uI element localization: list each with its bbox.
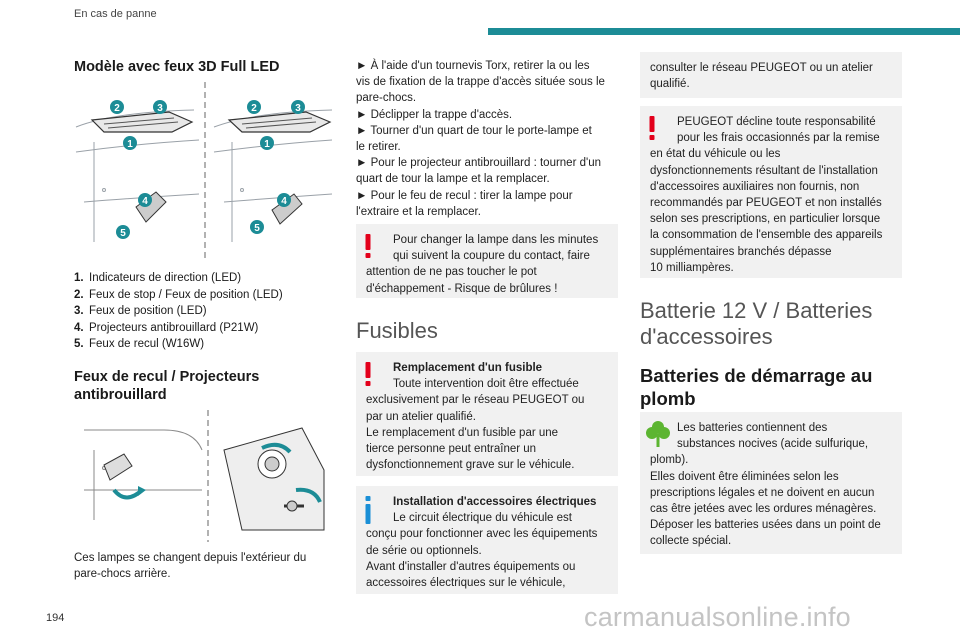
warning-box-responsibility: PEUGEOT décline toute responsabilité pou… bbox=[640, 106, 902, 278]
section-battery: Batterie 12 V / Batteries d'accessoires bbox=[640, 298, 873, 349]
section-title: En cas de panne bbox=[74, 8, 157, 20]
warning-exclamation-icon bbox=[364, 362, 372, 391]
legend-item: 5.Feux de recul (W16W) bbox=[74, 338, 205, 350]
environment-box-batteries: Les batteries contiennent des substances… bbox=[640, 412, 902, 554]
callout-4-right: 4 bbox=[281, 196, 287, 207]
replacement-steps: ► À l'aide d'un tournevis Torx, retirer … bbox=[356, 60, 605, 218]
reverse-fog-illustration bbox=[84, 410, 325, 542]
legend-item: 2.Feux de stop / Feux de position (LED) bbox=[74, 288, 283, 301]
legend-item: 3.Feux de position (LED) bbox=[74, 305, 207, 317]
legend-item: 1.Indicateurs de direction (LED) bbox=[74, 272, 242, 284]
callout-1-right: 1 bbox=[264, 139, 270, 150]
warning-box-fuse: Remplacement d'un fusible Toute interven… bbox=[356, 352, 618, 476]
warning-box-burns: Pour changer la lampe dans les minutes q… bbox=[356, 224, 618, 298]
header-accent-bar bbox=[488, 28, 960, 35]
figure-rear-lights: 2 3 1 4 5 2 3 1 4 5 bbox=[74, 82, 336, 260]
heading-reverse-fog: Feux de recul / Projecteurs antibrouilla… bbox=[74, 369, 260, 403]
info-box-continued: consulter le réseau PEUGEOT ou un atelie… bbox=[640, 52, 902, 98]
legend-item: 4.Projecteurs antibrouillard (P21W) bbox=[74, 321, 259, 334]
paragraph-exterior: Ces lampes se changent depuis l'extérieu… bbox=[74, 552, 307, 581]
callout-3-right: 3 bbox=[295, 103, 301, 114]
callout-5-right: 5 bbox=[254, 223, 260, 234]
callout-5-left: 5 bbox=[120, 228, 126, 239]
lamp-legend: 1.Indicateurs de direction (LED) 2.Feux … bbox=[74, 270, 283, 353]
info-box-accessories: Installation d'accessoires électriques L… bbox=[356, 486, 618, 594]
watermark: carmanualsonline.info bbox=[584, 602, 851, 632]
info-icon bbox=[364, 496, 372, 529]
figure-reverse-fog bbox=[74, 410, 336, 542]
page-number: 194 bbox=[46, 612, 65, 624]
callout-2-right: 2 bbox=[251, 103, 257, 114]
environment-tree-icon bbox=[646, 420, 670, 453]
section-fusibles: Fusibles bbox=[356, 318, 438, 343]
heading-3d-full-led: Modèle avec feux 3D Full LED bbox=[74, 59, 280, 75]
callout-4-left: 4 bbox=[142, 196, 148, 207]
heading-lead-batteries: Batteries de démarrage au plomb bbox=[640, 365, 873, 409]
rear-lights-illustration: 2 3 1 4 5 2 3 1 4 5 bbox=[75, 82, 333, 260]
warning-exclamation-icon bbox=[364, 234, 372, 263]
callout-3-left: 3 bbox=[157, 103, 163, 114]
callout-2-left: 2 bbox=[114, 103, 120, 114]
callout-1-left: 1 bbox=[127, 139, 133, 150]
warning-exclamation-icon bbox=[648, 116, 656, 145]
